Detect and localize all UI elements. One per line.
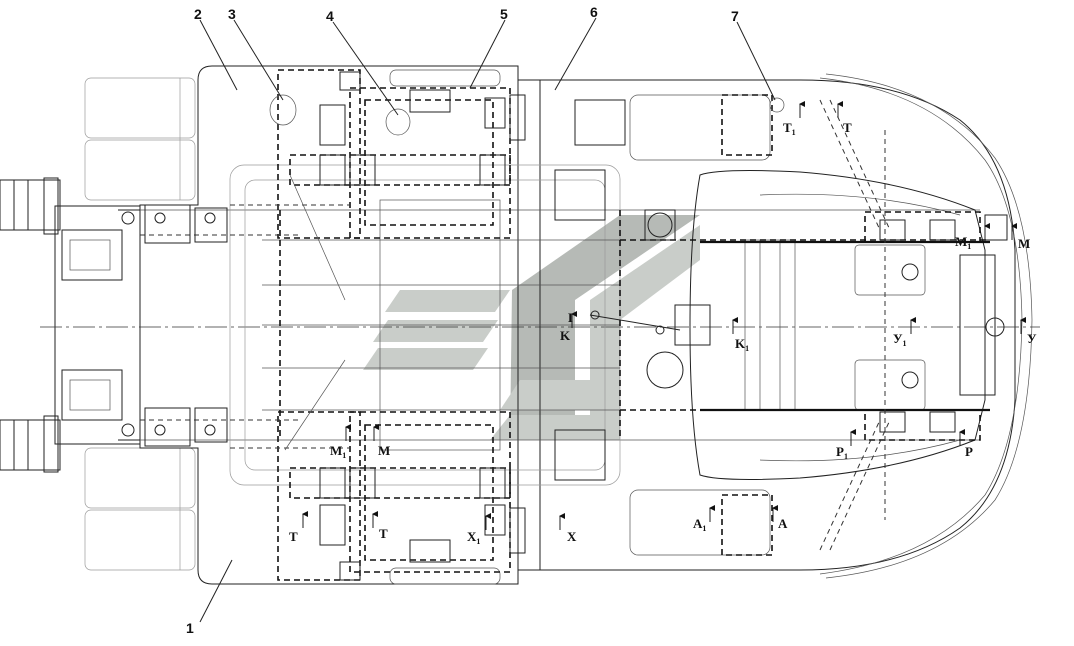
ports — [269, 94, 785, 136]
section-P1: P1 — [836, 444, 848, 461]
cab-floor — [229, 164, 621, 486]
front-hood — [689, 170, 1008, 480]
section-X: X — [567, 529, 577, 544]
callout-7: 7 — [731, 8, 739, 24]
section-Y: У — [1027, 331, 1037, 346]
section-T1: T1 — [783, 120, 796, 137]
callout-4: 4 — [326, 8, 334, 24]
section-M-left: M — [378, 443, 390, 458]
section-M1: M1 — [955, 234, 971, 251]
section-T: T — [843, 120, 852, 135]
section-T-left-2: T — [379, 526, 388, 541]
callout-5: 5 — [500, 6, 508, 22]
rear-wheels — [84, 77, 196, 571]
watermark-logo — [363, 215, 700, 440]
leaders — [199, 17, 776, 623]
rear-hitch — [0, 177, 141, 473]
section-T-left-1: T — [289, 529, 298, 544]
section-K1: K1 — [735, 336, 749, 353]
brackets — [144, 71, 956, 581]
callout-numbers: 1 2 3 4 5 6 7 — [186, 4, 739, 636]
levers — [284, 174, 346, 451]
section-marks: T1 T M1 M K K1 Г У1 У P1 P A1 A X1 X — [289, 101, 1037, 546]
section-M1-left: M1 — [330, 443, 346, 460]
section-P: P — [965, 444, 973, 459]
section-Y1: У1 — [893, 331, 907, 348]
section-A1: A1 — [693, 516, 706, 533]
section-X1: X1 — [467, 529, 480, 546]
callout-2: 2 — [194, 6, 202, 22]
side-steps — [389, 69, 771, 585]
callout-1: 1 — [186, 620, 194, 636]
section-M: M — [1018, 236, 1030, 251]
callout-6: 6 — [590, 4, 598, 20]
section-A: A — [778, 516, 788, 531]
section-K: K — [560, 328, 571, 343]
callout-3: 3 — [228, 6, 236, 22]
section-G: Г — [568, 310, 576, 325]
